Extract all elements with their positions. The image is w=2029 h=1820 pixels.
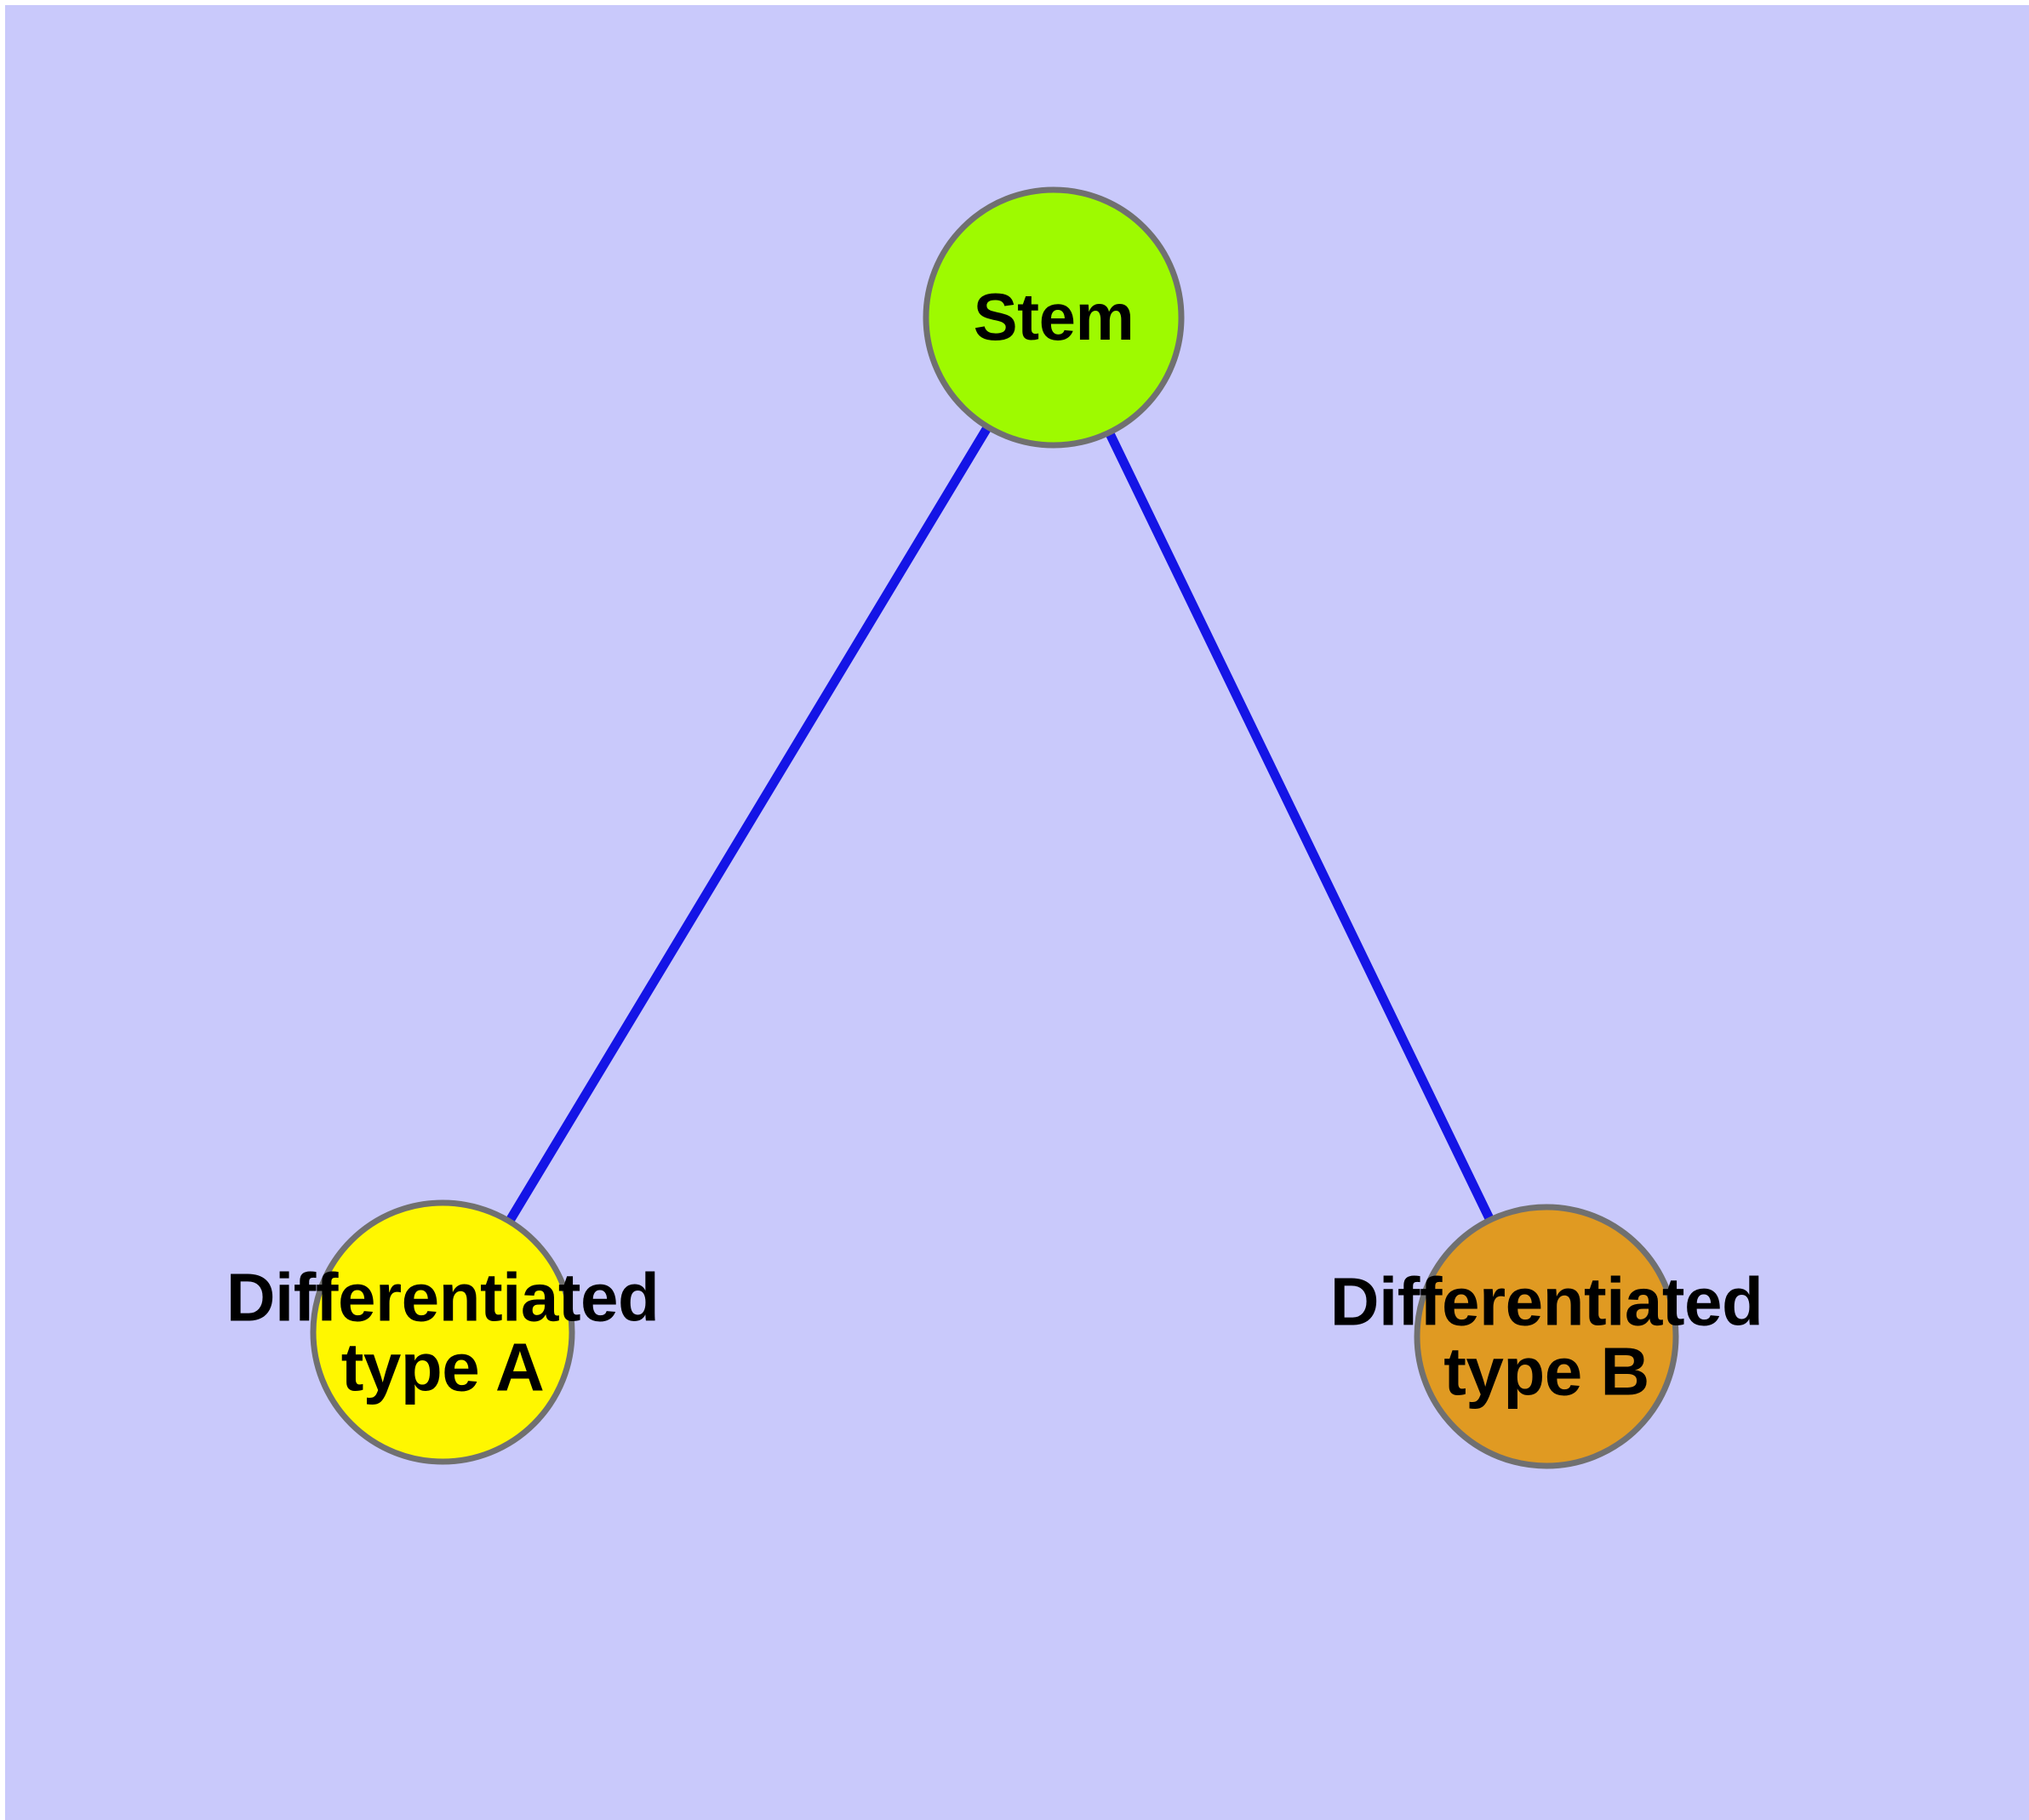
edge-layer <box>505 424 1495 1224</box>
node-layer <box>310 186 1679 1469</box>
edge-stem-to-type-a <box>505 424 992 1224</box>
node-type-a[interactable] <box>310 1199 575 1465</box>
node-type-b[interactable] <box>1414 1204 1679 1469</box>
node-stem[interactable] <box>923 186 1185 449</box>
edge-stem-to-type-b <box>1105 430 1495 1222</box>
